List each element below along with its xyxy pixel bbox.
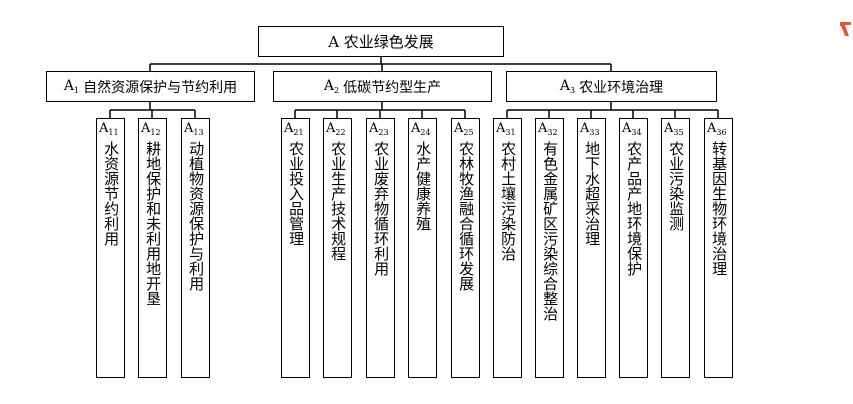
branch-node-a1: A1 自然资源保护与节约利用 [46, 71, 255, 102]
root-node: A 农业绿色发展 [258, 26, 504, 57]
leaf-node-a25: A25 农林牧渔融合循环发展 [451, 118, 480, 378]
leaf-code: A35 [664, 121, 684, 138]
branch-label: 农业环境治理 [579, 79, 664, 96]
branch-code: A1 [63, 78, 80, 95]
leaf-node-a32: A32 有色金属矿区污染综合整治 [535, 118, 564, 378]
leaf-node-a11: A11 水资源节约利用 [96, 118, 125, 378]
leaf-code: A23 [369, 121, 389, 138]
leaf-code: A32 [538, 121, 558, 138]
leaf-node-a21: A21 农业投入品管理 [281, 118, 310, 378]
leaf-node-a36: A36 转基因生物环境治理 [704, 118, 733, 378]
leaf-node-a34: A34 农产品产地环境保护 [619, 118, 648, 378]
leaf-label: 地下水超采治理 [583, 141, 602, 246]
leaf-label: 农村土壤污染防治 [499, 141, 518, 261]
leaf-label: 农业生产技术规程 [329, 141, 348, 261]
leaf-code: A33 [580, 121, 600, 138]
red-logo-icon [840, 22, 851, 36]
leaf-label: 有色金属矿区污染综合整治 [541, 141, 560, 321]
leaf-code: A34 [622, 121, 642, 138]
leaf-label: 转基因生物环境治理 [710, 141, 729, 276]
leaf-node-a24: A24 水产健康养殖 [408, 118, 437, 378]
leaf-node-a12: A12 耕地保护和未利用地开垦 [138, 118, 167, 378]
leaf-code: A36 [707, 121, 727, 138]
leaf-node-a13: A13 动植物资源保护与利用 [181, 118, 210, 378]
branch-node-a3: A3 农业环境治理 [506, 71, 717, 102]
branch-label: 低碳节约型生产 [343, 79, 442, 96]
leaf-node-a31: A31 农村土壤污染防治 [493, 118, 522, 378]
branch-node-a2: A2 低碳节约型生产 [273, 71, 492, 102]
leaf-code: A22 [326, 121, 346, 138]
leaf-label: 农业投入品管理 [287, 141, 306, 246]
leaf-node-a35: A35 农业污染监测 [661, 118, 690, 378]
leaf-code: A25 [454, 121, 474, 138]
leaf-label: 农业废弃物循环利用 [372, 141, 391, 276]
leaf-label: 农产品产地环境保护 [625, 141, 644, 276]
leaf-node-a33: A33 地下水超采治理 [577, 118, 606, 378]
leaf-label: 农林牧渔融合循环发展 [457, 141, 476, 291]
leaf-code: A11 [99, 121, 119, 138]
leaf-label: 水资源节约利用 [102, 141, 121, 246]
leaf-label: 农业污染监测 [667, 141, 686, 231]
leaf-node-a23: A23 农业废弃物循环利用 [366, 118, 395, 378]
branch-code: A2 [323, 78, 340, 95]
leaf-label: 耕地保护和未利用地开垦 [144, 141, 163, 306]
branch-code: A3 [559, 78, 576, 95]
leaf-code: A24 [411, 121, 431, 138]
leaf-label: 水产健康养殖 [414, 141, 433, 231]
leaf-label: 动植物资源保护与利用 [187, 141, 206, 291]
leaf-code: A13 [184, 121, 204, 138]
leaf-code: A31 [496, 121, 516, 138]
branch-label: 自然资源保护与节约利用 [83, 79, 238, 96]
leaf-code: A21 [284, 121, 304, 138]
leaf-code: A12 [141, 121, 161, 138]
leaf-node-a22: A22 农业生产技术规程 [323, 118, 352, 378]
root-label: A 农业绿色发展 [328, 33, 434, 51]
